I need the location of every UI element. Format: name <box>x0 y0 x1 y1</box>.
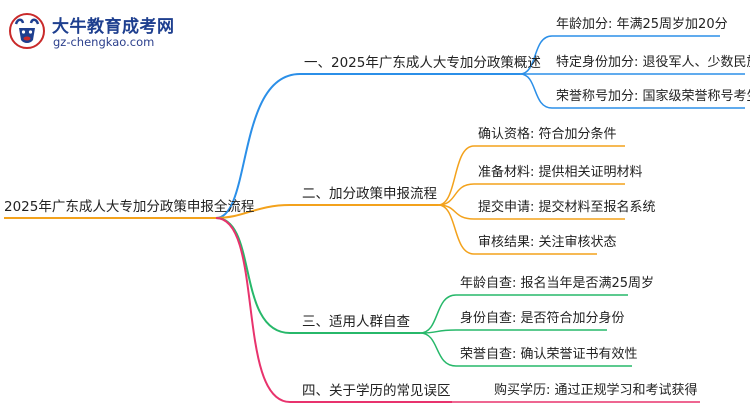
root-node: 2025年广东成人大专加分政策申报全流程 <box>4 199 255 215</box>
leaf-node-1-3: 荣誉称号加分: 国家级荣誉称号考生 <box>556 89 750 104</box>
logo-title: 大牛教育成考网 <box>52 17 175 37</box>
leaf-connector-2-1 <box>437 145 475 206</box>
leaf-connector-1-1 <box>519 35 553 75</box>
leaf-node-1-2: 特定身份加分: 退役军人、少数民族等 <box>556 55 750 70</box>
branch-node-2: 二、加分政策申报流程 <box>302 186 437 202</box>
leaf-node-2-4: 审核结果: 关注审核状态 <box>478 235 617 250</box>
branch-connector-4 <box>215 217 291 403</box>
leaf-node-3-3: 荣誉自查: 确认荣誉证书有效性 <box>460 347 638 362</box>
leaf-node-3-2: 身份自查: 是否符合加分身份 <box>460 311 625 326</box>
branch-node-3: 三、适用人群自查 <box>302 314 410 330</box>
leaf-node-3-1: 年龄自查: 报名当年是否满25周岁 <box>460 276 655 291</box>
leaf-connector-2-2 <box>437 183 475 206</box>
branch-connector-2 <box>215 204 291 219</box>
leaf-node-4-1: 购买学历: 通过正规学习和考试获得 <box>494 383 698 398</box>
leaf-connector-3-3 <box>419 332 457 367</box>
bull-logo-icon <box>9 13 45 49</box>
leaf-node-2-3: 提交申请: 提交材料至报名系统 <box>478 200 656 215</box>
branch-connector-3 <box>215 217 291 334</box>
leaf-node-2-2: 准备材料: 提供相关证明材料 <box>478 165 643 180</box>
leaf-connector-1-3 <box>519 73 553 109</box>
branch-node-1: 一、2025年广东成人大专加分政策概述 <box>304 55 541 71</box>
leaf-connector-3-1 <box>419 294 457 334</box>
branch-node-4: 四、关于学历的常见误区 <box>302 383 451 399</box>
leaf-connector-2-4 <box>437 204 475 255</box>
leaf-node-2-1: 确认资格: 符合加分条件 <box>478 127 617 142</box>
branch-connector-1 <box>215 73 301 219</box>
site-logo[interactable]: 大牛教育成考网 gz-chengkao.com <box>6 8 206 54</box>
logo-url: gz-chengkao.com <box>53 35 155 49</box>
leaf-node-1-1: 年龄加分: 年满25周岁加20分 <box>556 17 728 32</box>
